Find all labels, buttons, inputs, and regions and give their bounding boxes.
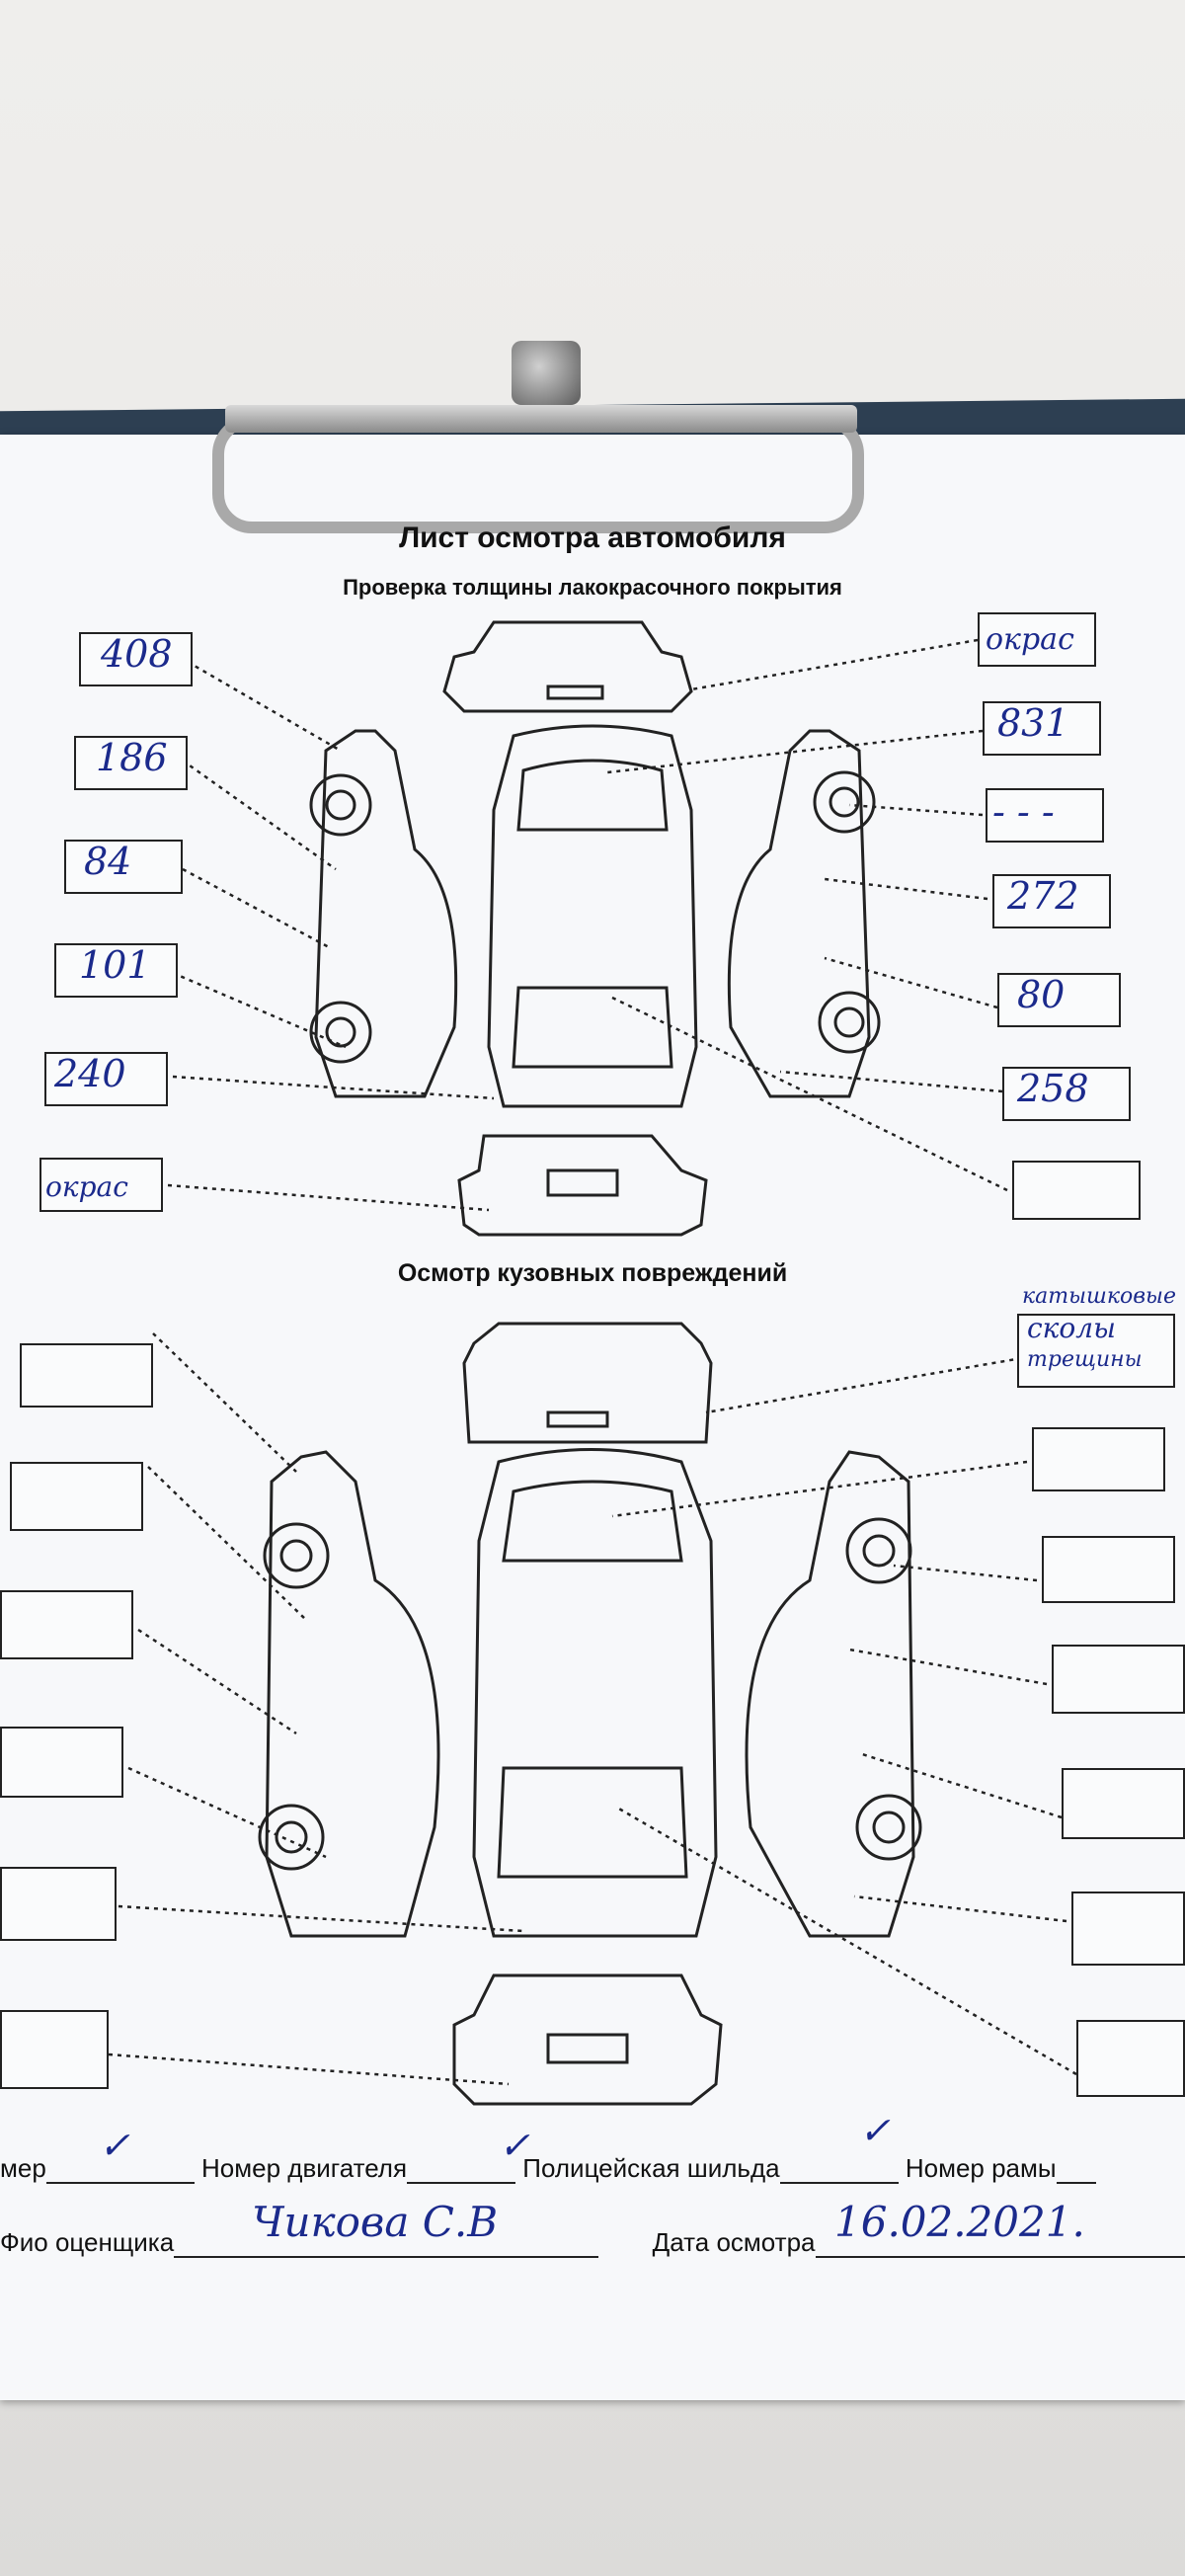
form-title: Лист осмотра автомобиля [399,522,786,554]
reading-box-right-7 [1012,1161,1141,1220]
reading-right-1: окрас [986,622,1074,657]
reading-box-left-4 [54,943,178,998]
damage-box-right-1 [1017,1314,1175,1388]
car-set-bottom [258,1322,922,2106]
engine-checkmark: ✓ [499,2124,530,2167]
reading-left-5: 240 [54,1052,126,1095]
car-rear-view [457,1134,708,1237]
plate-field [779,2156,899,2184]
car-front-view-2 [462,1322,713,1444]
car-right-view [727,729,871,1098]
reading-right-2: 831 [997,701,1069,745]
damage-box-left-6 [0,2010,109,2089]
vin-field [45,2156,195,2184]
reading-box-right-6 [1002,1067,1131,1121]
reading-box-left-1 [79,632,193,686]
damage-box-right-3 [1042,1536,1175,1603]
damage-note-line-1: катышковые [1022,1284,1176,1309]
appraiser-field [174,2230,599,2258]
reading-box-right-1 [978,612,1096,667]
damage-box-right-5 [1062,1768,1185,1839]
vin-checkmark: ✓ [99,2124,130,2167]
frame-label: Номер рамы [905,2153,1057,2183]
car-front-view [442,620,693,713]
plate-checkmark: ✓ [859,2109,891,2152]
reading-left-4: 101 [79,943,151,987]
damage-box-right-2 [1032,1427,1165,1491]
appraiser-label: Фио оценщика [0,2227,175,2257]
reading-left-3: 84 [84,840,132,883]
reading-box-left-5 [44,1052,168,1106]
damage-box-right-6 [1071,1892,1185,1966]
damage-box-left-2 [10,1462,143,1531]
reading-left-1: 408 [101,632,173,676]
damage-box-left-4 [0,1727,123,1798]
reading-box-left-6 [40,1158,163,1212]
reading-box-left-2 [74,736,188,790]
leader-lines [108,638,1077,2086]
damage-box-right-7 [1076,2020,1185,2097]
inspection-sheet [0,435,1185,2400]
reading-box-right-5 [997,973,1121,1027]
engine-label: Номер двигателя [201,2153,408,2183]
damage-box-left-1 [20,1343,153,1408]
reading-box-right-3 [986,788,1104,843]
car-rear-view-2 [452,1973,723,2106]
clip-screw [512,341,581,405]
section-damage-title: Осмотр кузовных повреждений [397,1259,788,1287]
damage-note-line-2: сколы [1027,1312,1116,1344]
damage-box-left-5 [0,1867,117,1941]
reading-right-4: 272 [1007,874,1079,918]
car-left-view-2 [265,1450,440,1938]
footer-row-numbers: мер Номер двигателя Полицейская шильда Н… [0,2153,1096,2184]
date-field [815,2230,1185,2258]
reading-box-right-2 [983,701,1101,756]
reading-box-left-3 [64,840,183,894]
car-set-top [309,620,881,1237]
reading-right-5: 80 [1017,973,1066,1016]
car-right-view-2 [745,1450,915,1938]
section-paint-title: Проверка толщины лакокрасочного покрытия [343,575,842,600]
clip-bar [225,405,857,433]
damage-note-line-3: трещины [1027,1347,1143,1372]
car-top-view [487,724,698,1108]
footer-row-signature: Фио оценщика Дата осмотра [0,2227,1185,2258]
vin-label: мер [0,2153,46,2183]
reading-box-right-4 [992,874,1111,928]
reading-right-6: 258 [1017,1067,1089,1110]
reading-left-6: окрас [45,1170,128,1203]
car-left-view [314,729,458,1098]
damage-box-right-4 [1052,1645,1185,1714]
reading-right-3: - - - [992,790,1055,834]
date-label: Дата осмотра [652,2227,816,2257]
car-top-view-2 [472,1448,718,1938]
engine-field [407,2156,516,2184]
damage-box-left-3 [0,1590,133,1659]
reading-left-2: 186 [96,736,168,779]
plate-label: Полицейская шильда [522,2153,780,2183]
appraiser-signature: Чикова С.В [252,2198,499,2246]
frame-field [1056,2156,1096,2184]
inspection-date: 16.02.2021. [834,2198,1085,2246]
